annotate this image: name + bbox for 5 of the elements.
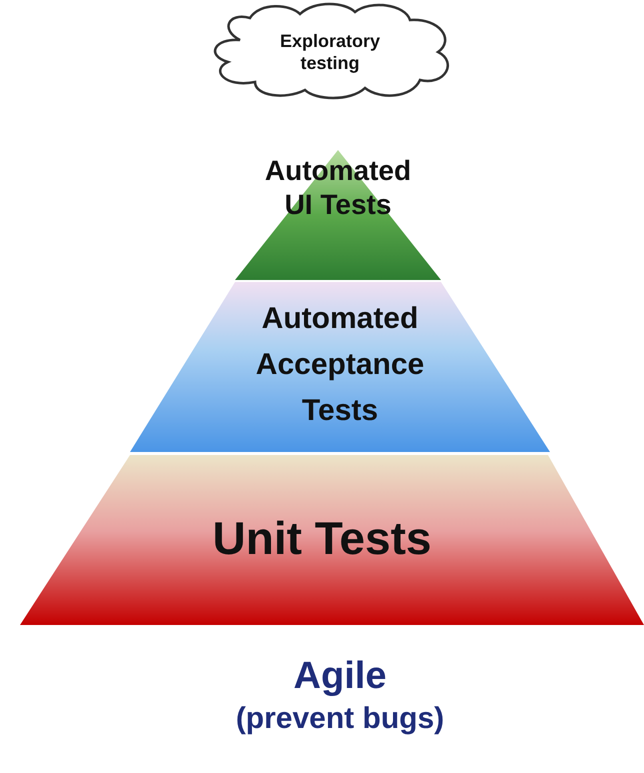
cloud-label: Exploratory testing	[278, 30, 382, 74]
caption-heading: Agile	[292, 655, 388, 698]
tier-label: Automated Acceptance Tests	[254, 301, 426, 429]
tier-label: Unit Tests	[212, 511, 432, 565]
caption-note: (prevent bugs)	[234, 702, 446, 736]
